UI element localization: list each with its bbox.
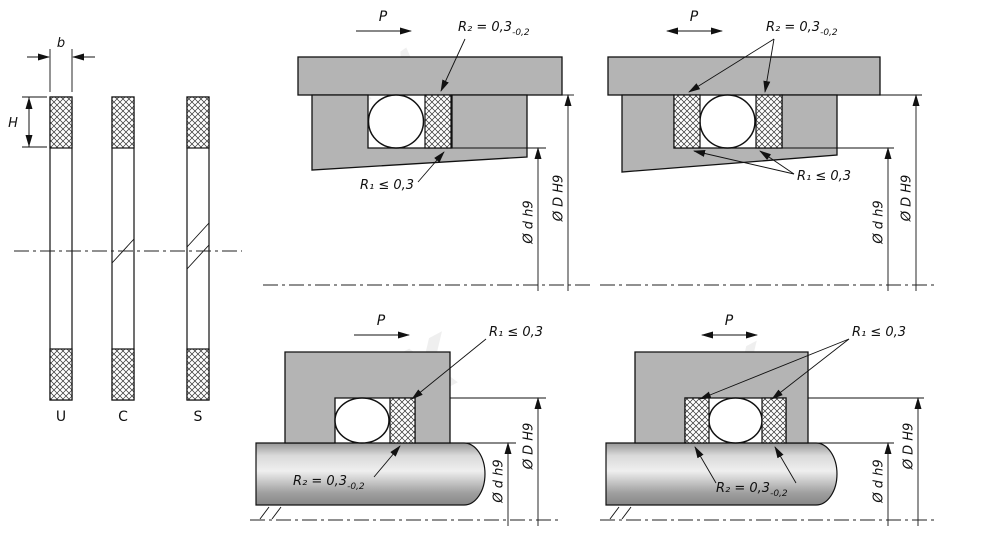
profile-c-hatch-bottom bbox=[111, 348, 135, 401]
dia-D-label: Ø D H9 bbox=[552, 175, 567, 223]
r2-label: R₂ = 0,3-0,2 bbox=[293, 474, 365, 492]
figure-rod-double: P R₁ ≤ 0,3 R₂ = 0,3-0,2 Ø d h9 Ø D H9 bbox=[600, 313, 938, 526]
dia-d-label: Ø d h9 bbox=[492, 459, 507, 503]
dimension-b: b bbox=[27, 36, 95, 92]
pressure-label: P bbox=[725, 313, 734, 329]
r1-leader bbox=[417, 151, 445, 183]
r2-label: R₂ = 0,3-0,2 bbox=[766, 20, 838, 38]
backup-ring-right bbox=[761, 397, 787, 444]
r2-label-tolerance: -0,2 bbox=[770, 489, 788, 499]
o-ring bbox=[708, 397, 763, 444]
profile-c: C bbox=[111, 96, 135, 425]
profile-u-label: U bbox=[56, 409, 66, 425]
backup-ring bbox=[424, 94, 452, 149]
pressure-label: P bbox=[377, 313, 386, 329]
r1-label: R₁ ≤ 0,3 bbox=[852, 325, 906, 340]
pressure-label: P bbox=[379, 9, 388, 25]
pressure-label: P bbox=[690, 9, 699, 25]
rod-shaft bbox=[605, 442, 838, 506]
backup-ring bbox=[389, 397, 416, 444]
r1-label: R₁ ≤ 0,3 bbox=[360, 178, 414, 193]
profile-s-cut-line-1 bbox=[186, 244, 210, 270]
rod-break-mark-1 bbox=[259, 506, 270, 520]
figure-rod-single: P R₁ ≤ 0,3 R₂ = 0,3-0,2 Ø d h9 Ø D H9 bbox=[250, 313, 562, 526]
piston-with-groove bbox=[311, 94, 528, 171]
profile-s-hatch-bottom bbox=[186, 348, 210, 401]
cross-section-profiles: U C S b bbox=[8, 36, 242, 425]
profile-s-label: S bbox=[194, 409, 203, 425]
profile-c-hatch-top bbox=[111, 96, 135, 149]
dia-D-label: Ø D H9 bbox=[902, 423, 917, 471]
o-ring bbox=[699, 94, 756, 149]
profile-u-hatch-top bbox=[49, 96, 73, 149]
cylinder-wall bbox=[297, 56, 563, 96]
r1-leader bbox=[411, 338, 487, 400]
r2-label-tolerance: -0,2 bbox=[820, 28, 838, 38]
r2-leader-left bbox=[694, 446, 717, 484]
backup-ring-left bbox=[684, 397, 710, 444]
r2-label-main: R₂ = 0,3 bbox=[716, 481, 770, 496]
rod-break-mark-1 bbox=[609, 506, 620, 520]
dia-d-label: Ø d h9 bbox=[872, 459, 887, 503]
r2-leader-right bbox=[763, 38, 775, 93]
r2-label-main: R₂ = 0,3 bbox=[293, 474, 347, 489]
r2-label: R₂ = 0,3-0,2 bbox=[716, 481, 788, 499]
r2-label-tolerance: -0,2 bbox=[347, 482, 365, 492]
r2-leader-right bbox=[774, 446, 797, 484]
profile-u-hatch-bottom bbox=[49, 348, 73, 401]
dia-d-label: Ø d h9 bbox=[872, 200, 887, 244]
r2-leader bbox=[440, 38, 466, 92]
r2-label-main: R₂ = 0,3 bbox=[766, 20, 820, 35]
figure-piston-single: P R₂ = 0,3-0,2 R₁ ≤ 0,3 Ø d h9 Ø D H9 bbox=[263, 9, 592, 291]
r1-label: R₁ ≤ 0,3 bbox=[489, 325, 543, 340]
r2-label: R₂ = 0,3-0,2 bbox=[458, 20, 530, 38]
r1-leader-left bbox=[693, 150, 795, 175]
cylinder-wall bbox=[607, 56, 881, 96]
profile-u: U bbox=[49, 96, 73, 425]
profile-s-cut-line-2 bbox=[186, 222, 210, 248]
r2-label-tolerance: -0,2 bbox=[512, 28, 530, 38]
rod-break-mark-2 bbox=[271, 506, 282, 520]
dim-b-label: b bbox=[57, 36, 65, 51]
dia-D-label: Ø D H9 bbox=[522, 423, 537, 471]
rod-shaft bbox=[255, 442, 486, 506]
rod-break-mark-2 bbox=[621, 506, 632, 520]
profile-s: S bbox=[186, 96, 210, 425]
r1-leader-right bbox=[771, 338, 850, 400]
profile-s-hatch-top bbox=[186, 96, 210, 149]
r1-leader-right bbox=[759, 150, 795, 175]
figure-piston-double: P R₂ = 0,3-0,2 R₁ ≤ 0,3 Ø d h9 Ø D H9 bbox=[600, 9, 938, 291]
backup-ring-left bbox=[673, 94, 701, 149]
dim-h-label: H bbox=[8, 116, 18, 131]
o-ring bbox=[334, 397, 390, 444]
dia-D-label: Ø D H9 bbox=[900, 175, 915, 223]
dimension-h: H bbox=[8, 96, 47, 148]
o-ring bbox=[367, 94, 425, 149]
r1-leader-left bbox=[699, 338, 850, 400]
dia-d-label: Ø d h9 bbox=[522, 200, 537, 244]
r2-leader-left bbox=[688, 38, 775, 93]
r2-leader bbox=[373, 445, 401, 478]
r1-label: R₁ ≤ 0,3 bbox=[797, 169, 851, 184]
backup-ring-right bbox=[755, 94, 783, 149]
profile-c-label: C bbox=[118, 409, 128, 425]
r2-label-main: R₂ = 0,3 bbox=[458, 20, 512, 35]
